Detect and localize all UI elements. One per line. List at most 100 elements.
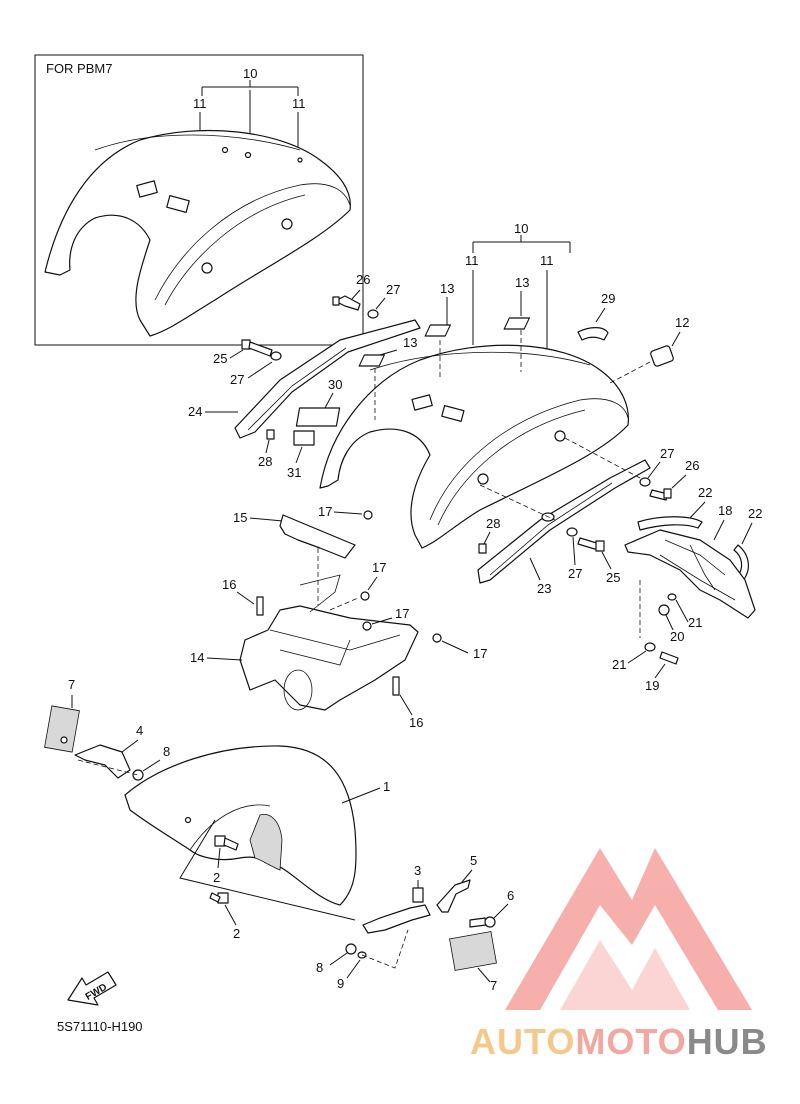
inset-callout-11-left: 11 (193, 96, 207, 111)
bolt-25-right (577, 537, 605, 552)
screw-6 (469, 916, 496, 928)
drawing-code: 5S71110-H190 (57, 1019, 143, 1034)
callout-17-b: 17 (372, 560, 386, 575)
callout-25-left: 25 (213, 351, 227, 366)
callout-3: 3 (414, 863, 421, 878)
callout-26-top: 26 (356, 272, 370, 287)
bracket-4 (74, 744, 131, 779)
callout-26-right: 26 (685, 458, 699, 473)
inset-callout-10: 10 (243, 66, 257, 81)
callout-14: 14 (190, 650, 204, 665)
washer-27-top (367, 309, 379, 319)
washer-21-lower (644, 642, 656, 652)
callout-17-d: 17 (473, 646, 487, 661)
bolt-26-top (332, 295, 361, 311)
inset-callout-11-right: 11 (292, 96, 306, 111)
callout-27-upper-right: 27 (660, 446, 674, 461)
part-15-bracket (279, 514, 356, 559)
part-29-strip (577, 327, 609, 341)
callout-12: 12 (675, 315, 689, 330)
inner-fender-14: 14 (190, 574, 419, 711)
inset-title: FOR PBM7 (46, 61, 112, 76)
callout-7-left: 7 (68, 677, 75, 692)
fwd-arrow-icon: FWD (67, 971, 117, 1006)
callout-25-right: 25 (606, 570, 620, 585)
reflector-7-left (44, 705, 80, 753)
callout-22-upper: 22 (698, 485, 712, 500)
callout-31: 31 (287, 465, 301, 480)
part-16-bottom (392, 676, 400, 696)
callout-27-right: 27 (568, 566, 582, 581)
callout-27-top: 27 (386, 282, 400, 297)
watermark-logo (505, 848, 752, 1010)
callout-24: 24 (188, 404, 202, 419)
callout-17-c: 17 (395, 606, 409, 621)
callout-7-right: 7 (490, 978, 497, 993)
callout-28-left: 28 (258, 454, 272, 469)
bolt-19 (659, 651, 679, 665)
bolt-25-left (241, 339, 273, 357)
callout-23: 23 (537, 581, 551, 596)
washer-27-right (566, 527, 578, 537)
callout-1: 1 (383, 779, 390, 794)
callout-22-right: 22 (748, 506, 762, 521)
part-22-upper (637, 516, 703, 531)
bracket-3 (362, 904, 431, 934)
bolt-2-upper (214, 835, 239, 851)
nut-20 (658, 604, 670, 616)
nut-17-d (432, 633, 442, 643)
callout-13-b: 13 (515, 275, 529, 290)
callout-8-left: 8 (163, 744, 170, 759)
watermark-triangle-icon (505, 848, 752, 1010)
callout-20: 20 (670, 629, 684, 644)
callout-16-bottom: 16 (409, 715, 423, 730)
callout-6: 6 (507, 888, 514, 903)
right-fender-stay: 23 28 (477, 459, 651, 596)
callout-13-a: 13 (440, 281, 454, 296)
part-30-label (295, 407, 341, 427)
reflector-7-right (449, 931, 497, 971)
callout-11-right: 11 (540, 253, 554, 268)
nut-17-b (360, 591, 370, 601)
callout-2-lower: 2 (233, 926, 240, 941)
callout-2-upper: 2 (213, 870, 220, 885)
part-16-top (256, 596, 264, 616)
washer-27-upper-right (639, 477, 651, 487)
callout-30: 30 (328, 377, 342, 392)
bolt-2-lower (209, 892, 229, 904)
callout-10: 10 (514, 221, 528, 236)
callout-21-lower: 21 (612, 657, 626, 672)
left-fender-stay: 24 28 (188, 319, 421, 469)
callout-19: 19 (645, 678, 659, 693)
callout-28-right: 28 (486, 516, 500, 531)
inset-rear-fender (44, 129, 351, 337)
callout-5: 5 (470, 853, 477, 868)
nut-17-a (363, 510, 373, 520)
callout-11-left: 11 (465, 253, 479, 268)
license-bracket-18 (624, 529, 756, 619)
callout-9: 9 (337, 976, 344, 991)
callout-17-a: 17 (318, 504, 332, 519)
nut-17-c (362, 621, 372, 631)
callout-16-top: 16 (222, 577, 236, 592)
callout-18: 18 (718, 503, 732, 518)
bolt-26-right (649, 488, 672, 501)
part-12-grommet (650, 345, 674, 367)
nut-8-left (132, 769, 144, 781)
part-31-label (293, 430, 315, 446)
callout-13-c: 13 (403, 335, 417, 350)
bracket-5 (436, 879, 471, 913)
callout-15: 15 (233, 510, 247, 525)
washer-27-left (270, 351, 282, 361)
callout-27-left: 27 (230, 372, 244, 387)
watermark-text: AUTOMOTOHUB (470, 1021, 768, 1062)
inset-pbm7: FOR PBM7 10 11 11 (34, 54, 364, 346)
callout-21-upper: 21 (688, 615, 702, 630)
nut-8-right (345, 943, 357, 955)
callout-29: 29 (601, 291, 615, 306)
callout-8-right: 8 (316, 960, 323, 975)
front-fender: 1 (124, 745, 390, 906)
rear-fender-assembly: 10 11 11 13 13 13 (319, 221, 629, 549)
callout-4: 4 (136, 723, 143, 738)
